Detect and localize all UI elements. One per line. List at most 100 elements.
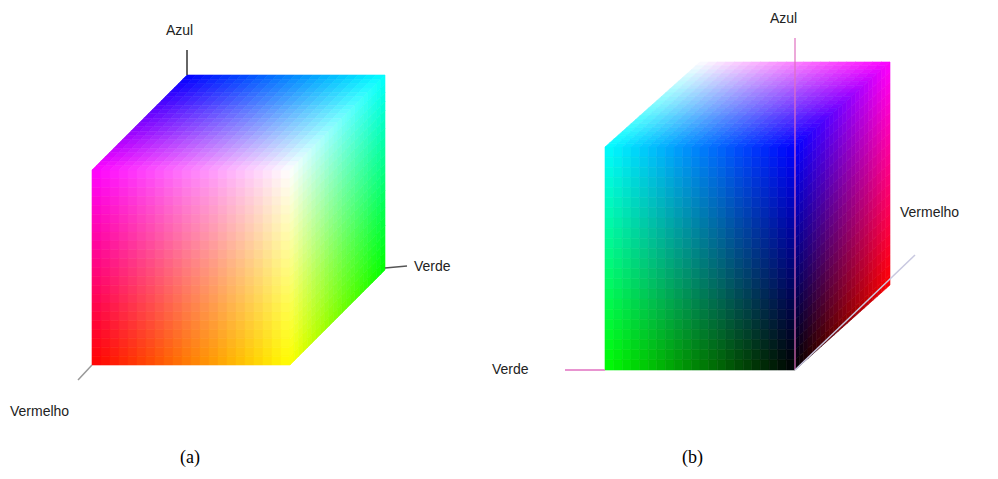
cube-face-patch (691, 269, 700, 279)
cube-face-patch (769, 289, 778, 299)
cube-face-patch (614, 177, 623, 187)
cube-face-patch (683, 167, 692, 177)
cube-face-patch (146, 285, 155, 294)
cube-face-patch (146, 268, 155, 277)
cube-face-patch (182, 276, 191, 285)
cube-face-patch (101, 188, 110, 197)
cube-face-patch (110, 356, 119, 365)
cube-face-patch (236, 259, 245, 268)
cube-face-patch (137, 188, 146, 197)
cube-face-patch (263, 205, 272, 214)
cube-face-patch (743, 188, 752, 198)
cube-face-patch (717, 218, 726, 228)
cube-face-patch (164, 223, 173, 232)
cube-face-patch (119, 232, 128, 241)
cube-face-patch (700, 360, 709, 370)
cube-face-patch (674, 319, 683, 329)
cube-face-patch (709, 208, 718, 218)
cube-face-patch (760, 188, 769, 198)
cube-face-patch (101, 214, 110, 223)
cube-face-patch (128, 259, 137, 268)
cube-face-patch (128, 312, 137, 321)
cube-face-patch (778, 340, 787, 350)
cube-face-patch (760, 329, 769, 339)
cube-face-patch (209, 223, 218, 232)
cube-face-patch (368, 274, 372, 287)
cube-face-patch (622, 188, 631, 198)
cube-face-patch (101, 347, 110, 356)
cube-face-patch (657, 309, 666, 319)
cube-face-patch (128, 276, 137, 285)
cube-face-patch (218, 179, 227, 188)
cube-face-patch (92, 259, 101, 268)
cube-face-patch (200, 223, 209, 232)
cube-face-patch (648, 188, 657, 198)
cube-face-patch (182, 232, 191, 241)
cube-face-patch (786, 259, 795, 269)
cube-face-patch (200, 321, 209, 330)
cube-face-patch (191, 179, 200, 188)
cube-face-patch (182, 214, 191, 223)
cube-face-patch (191, 268, 200, 277)
cube-face-patch (173, 232, 182, 241)
cube-face-patch (691, 228, 700, 238)
cube-face-patch (665, 248, 674, 258)
cube-face-patch (735, 299, 744, 309)
cube-face-patch (605, 360, 614, 370)
cube-face-patch (760, 299, 769, 309)
cube-face-patch (281, 197, 290, 206)
cube-face-patch (281, 179, 290, 188)
cube-face-patch (254, 170, 263, 179)
cube-face-patch (691, 147, 700, 157)
cube-face-patch (101, 241, 110, 250)
cube-face-patch (648, 360, 657, 370)
cube-face-patch (665, 350, 674, 360)
cube-face-patch (254, 214, 263, 223)
cube-face-patch (128, 321, 137, 330)
cube-face-patch (272, 347, 281, 356)
cube-face-patch (254, 223, 263, 232)
cube-face-patch (137, 241, 146, 250)
cube-face-patch (786, 279, 795, 289)
cube-face-patch (752, 319, 761, 329)
cube-face-patch (182, 285, 191, 294)
cube-face-patch (281, 214, 290, 223)
cube-face-patch (155, 241, 164, 250)
cube-face-patch (245, 205, 254, 214)
cube-face-patch (110, 250, 119, 259)
cube-face-patch (691, 279, 700, 289)
cube-face-patch (674, 238, 683, 248)
cube-face-patch (182, 259, 191, 268)
cube-face-patch (101, 268, 110, 277)
cube-face-patch (778, 177, 787, 187)
cube-face-patch (674, 228, 683, 238)
cube-face-patch (622, 218, 631, 228)
cube-face-patch (245, 241, 254, 250)
cube-face-patch (92, 197, 101, 206)
cube-face-patch (236, 205, 245, 214)
cube-face-patch (665, 289, 674, 299)
cube-face-patch (263, 214, 272, 223)
cube-face-patch (173, 205, 182, 214)
cube-face-patch (735, 289, 744, 299)
cube-face-patch (218, 241, 227, 250)
cube-face-patch (691, 157, 700, 167)
cube-face-patch (700, 177, 709, 187)
cube-face-patch (786, 360, 795, 370)
cube-face-patch (236, 223, 245, 232)
cube-face-patch (146, 347, 155, 356)
cube-face-patch (110, 321, 119, 330)
cube-face-patch (657, 360, 666, 370)
cube-face-patch (182, 197, 191, 206)
cube-face-patch (778, 360, 787, 370)
cube-face-patch (700, 299, 709, 309)
cube-face-patch (137, 205, 146, 214)
cube-face-patch (640, 309, 649, 319)
cube-face-patch (657, 319, 666, 329)
cube-face-patch (743, 248, 752, 258)
cube-face-patch (173, 197, 182, 206)
cube-face-patch (173, 356, 182, 365)
cube-face-patch (743, 147, 752, 157)
cube-face-patch (760, 177, 769, 187)
cube-face-patch (381, 261, 385, 274)
